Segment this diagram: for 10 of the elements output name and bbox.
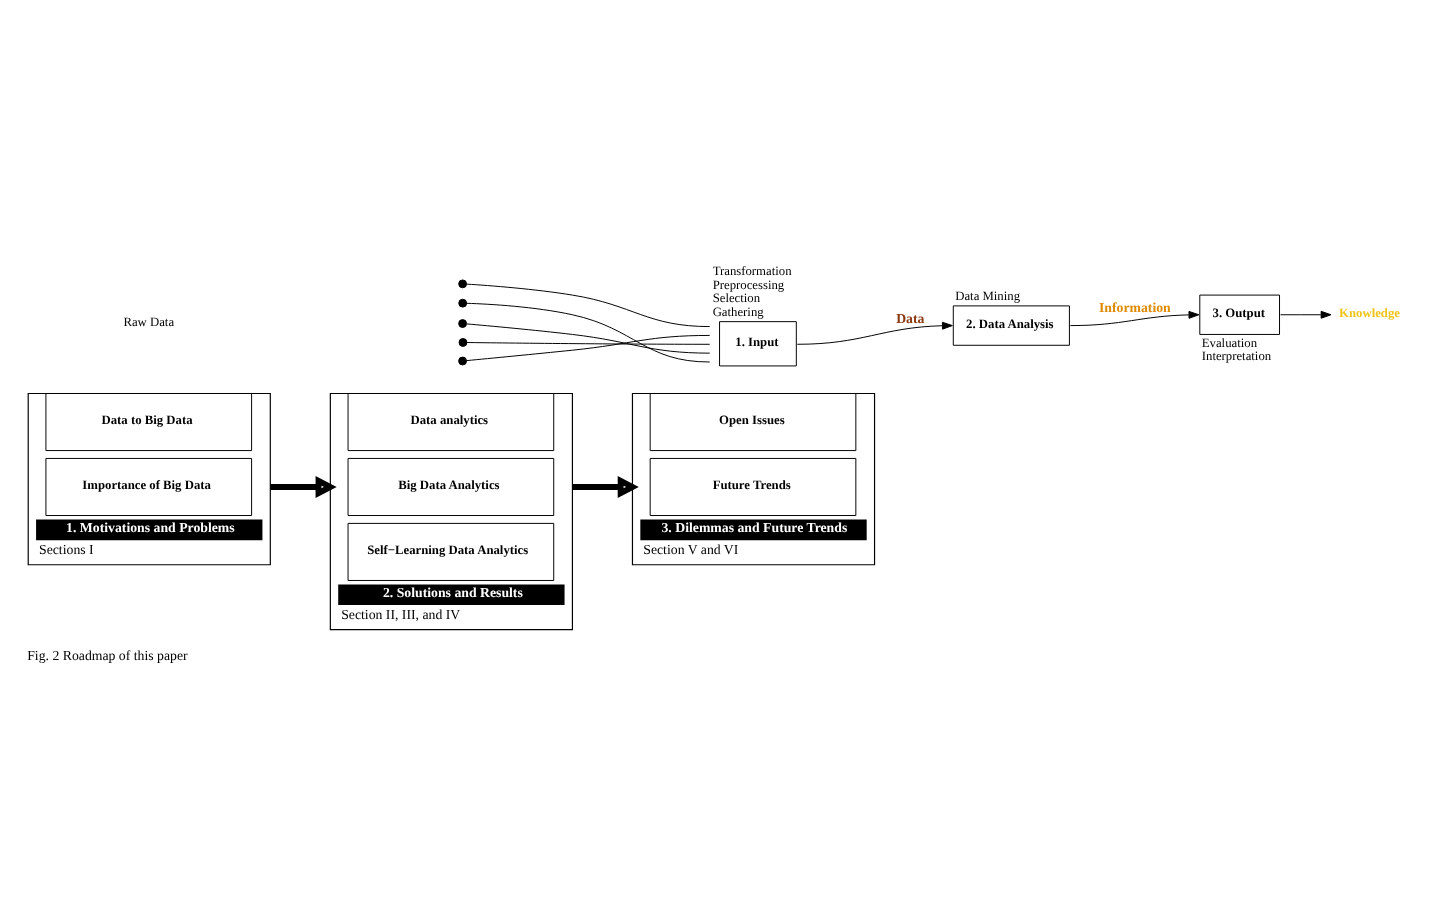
connector bbox=[466, 322, 711, 353]
connector bbox=[466, 333, 711, 361]
arrow bbox=[1280, 309, 1332, 318]
arrow bbox=[572, 474, 639, 498]
connector bbox=[466, 341, 711, 344]
connector bbox=[466, 282, 711, 327]
arrow bbox=[270, 474, 337, 498]
connector bbox=[466, 301, 711, 362]
arrow bbox=[796, 320, 953, 344]
arrow bbox=[1069, 309, 1200, 326]
